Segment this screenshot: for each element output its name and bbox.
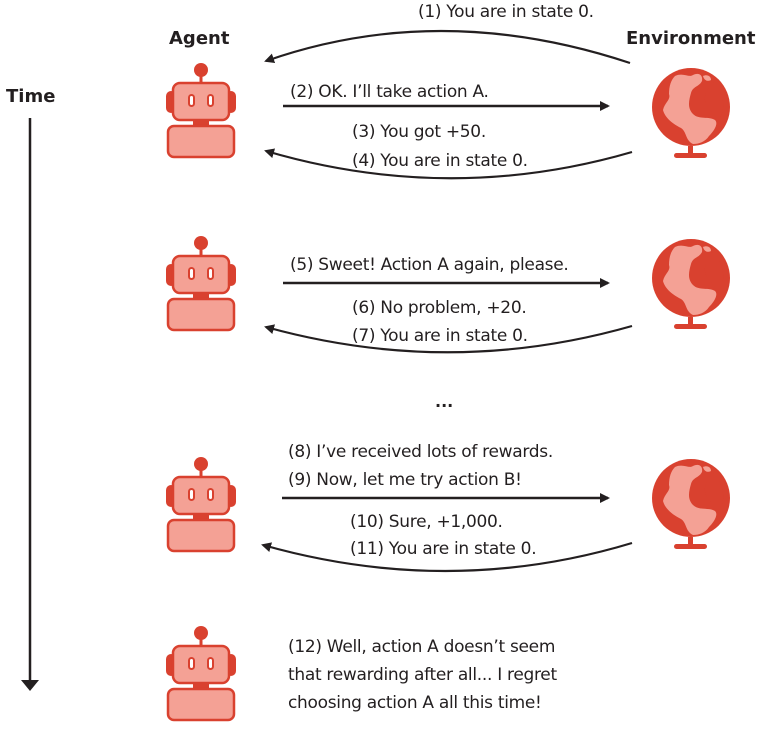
robot-icon <box>166 626 236 722</box>
agent-header: Agent <box>169 28 230 49</box>
message-9: (9) Now, let me try action B! <box>288 470 522 490</box>
arrow-env-to-agent-3-4 <box>264 148 633 180</box>
arrow-env-to-agent-10-11 <box>261 541 633 573</box>
environment-header: Environment <box>626 28 756 49</box>
ellipsis: ... <box>435 392 454 411</box>
message-7: (7) You are in state 0. <box>352 326 528 346</box>
arrow-env-to-agent-6-7 <box>264 324 633 354</box>
message-2: (2) OK. I’ll take action A. <box>290 82 489 102</box>
message-5: (5) Sweet! Action A again, please. <box>290 255 569 275</box>
globe-icon <box>652 68 730 158</box>
message-10: (10) Sure, +1,000. <box>350 512 503 532</box>
message-4: (4) You are in state 0. <box>352 151 528 171</box>
message-11: (11) You are in state 0. <box>350 539 537 559</box>
message-12-line-1: (12) Well, action A doesn’t seem <box>288 637 556 657</box>
message-1: (1) You are in state 0. <box>418 2 594 22</box>
time-arrowhead-icon <box>21 680 39 691</box>
globe-icon <box>652 239 730 329</box>
time-label: Time <box>6 86 56 107</box>
robot-icon <box>166 236 236 332</box>
message-12-line-2: that rewarding after all... I regret <box>288 665 557 685</box>
message-3: (3) You got +50. <box>352 122 486 142</box>
message-6: (6) No problem, +20. <box>352 298 527 318</box>
arrow-env-to-agent-1 <box>264 29 631 65</box>
globe-icon <box>652 459 730 549</box>
robot-icon <box>166 457 236 553</box>
message-12-line-3: choosing action A all this time! <box>288 693 542 713</box>
message-8: (8) I’ve received lots of rewards. <box>288 442 553 462</box>
robot-icon <box>166 63 236 159</box>
